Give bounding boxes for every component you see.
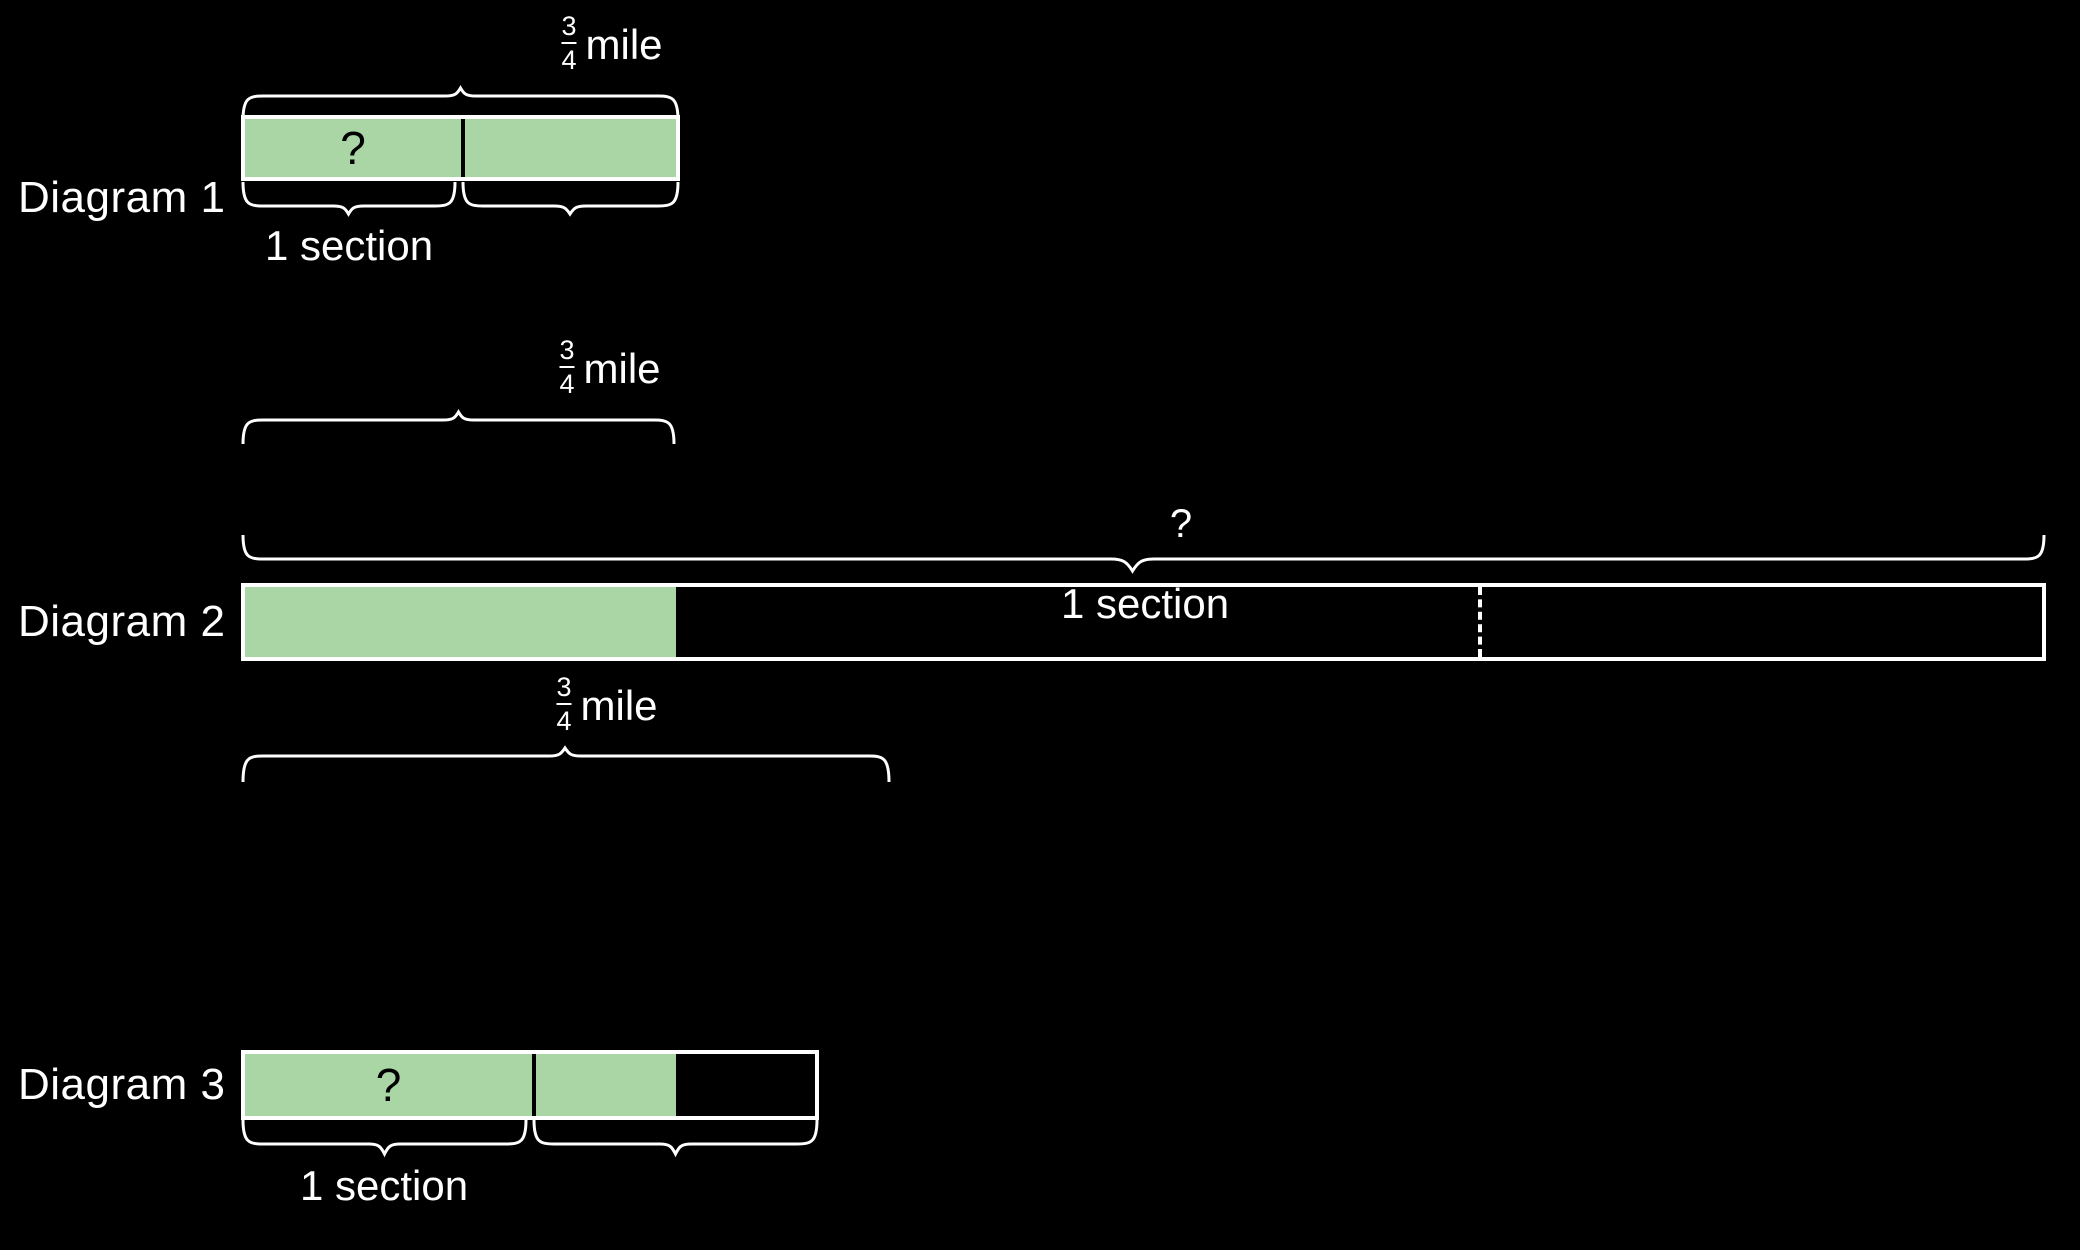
fraction-bar: [561, 42, 577, 45]
diagram-2-top-brace-label: 3 4 mile: [559, 335, 661, 401]
diagram-3-bottom-brace-1: [241, 1119, 528, 1158]
diagram-2-divider-2: [1478, 587, 1482, 657]
diagram-2-divider-1: [676, 587, 680, 657]
diagram-3-unknown-marker: ?: [375, 1059, 402, 1111]
diagram-1-divider-1: [461, 119, 465, 177]
diagram-2-row-label: Diagram 2: [18, 597, 226, 646]
diagram-3-segment-2: [536, 1054, 676, 1116]
diagram-3-bottom-brace-2: [532, 1119, 819, 1158]
unit-label: mile: [585, 21, 663, 69]
diagram-2-unknown-marker: ?: [1169, 502, 1193, 546]
diagram-3-top-brace-label: 3 4 mile: [556, 672, 658, 738]
diagram-3-bottom-brace-1-label: 1 section: [299, 1162, 469, 1209]
diagram-3-row-label: Diagram 3: [18, 1060, 226, 1109]
fraction-three-quarters: 3 4: [561, 11, 577, 76]
diagram-1-unknown-marker: ?: [340, 122, 366, 174]
diagram-1-bar: ?: [241, 115, 680, 181]
diagram-3-top-brace: [241, 745, 891, 783]
diagram-3-segment-3: [680, 1054, 815, 1116]
diagram-2-bar: [241, 583, 2046, 661]
fraction-three-quarters: 3 4: [559, 335, 575, 400]
diagram-3-bar: ?: [241, 1050, 819, 1120]
diagram-1-row-label: Diagram 1: [18, 173, 226, 222]
diagram-1-bottom-brace-1-label: 1 section: [264, 222, 434, 269]
diagram-3-divider-1: [532, 1054, 536, 1116]
fraction-three-quarters: 3 4: [556, 672, 572, 737]
fraction-bar: [559, 366, 575, 369]
unit-label: mile: [580, 682, 658, 730]
diagram-1-bottom-brace-1: [241, 181, 457, 217]
diagram-1-bottom-brace-2: [461, 181, 680, 217]
diagram-1-top-brace: [241, 85, 680, 121]
diagram-2-bottom-brace-label: 1 section: [1060, 580, 1230, 627]
unit-label: mile: [583, 345, 661, 393]
diagram-1-segment-1: ?: [245, 119, 461, 177]
diagram-3-segment-1: ?: [245, 1054, 532, 1116]
diagram-2-segment-3: [1482, 587, 2042, 657]
diagram-3-divider-2: [676, 1054, 680, 1116]
diagram-2-top-brace: [241, 409, 676, 445]
diagram-2-segment-1: [245, 587, 676, 657]
diagram-1-top-brace-label: 3 4 mile: [561, 11, 663, 77]
diagram-2-bottom-brace: [241, 534, 2046, 574]
fraction-bar: [556, 703, 572, 706]
diagram-1-segment-2: [465, 119, 676, 177]
